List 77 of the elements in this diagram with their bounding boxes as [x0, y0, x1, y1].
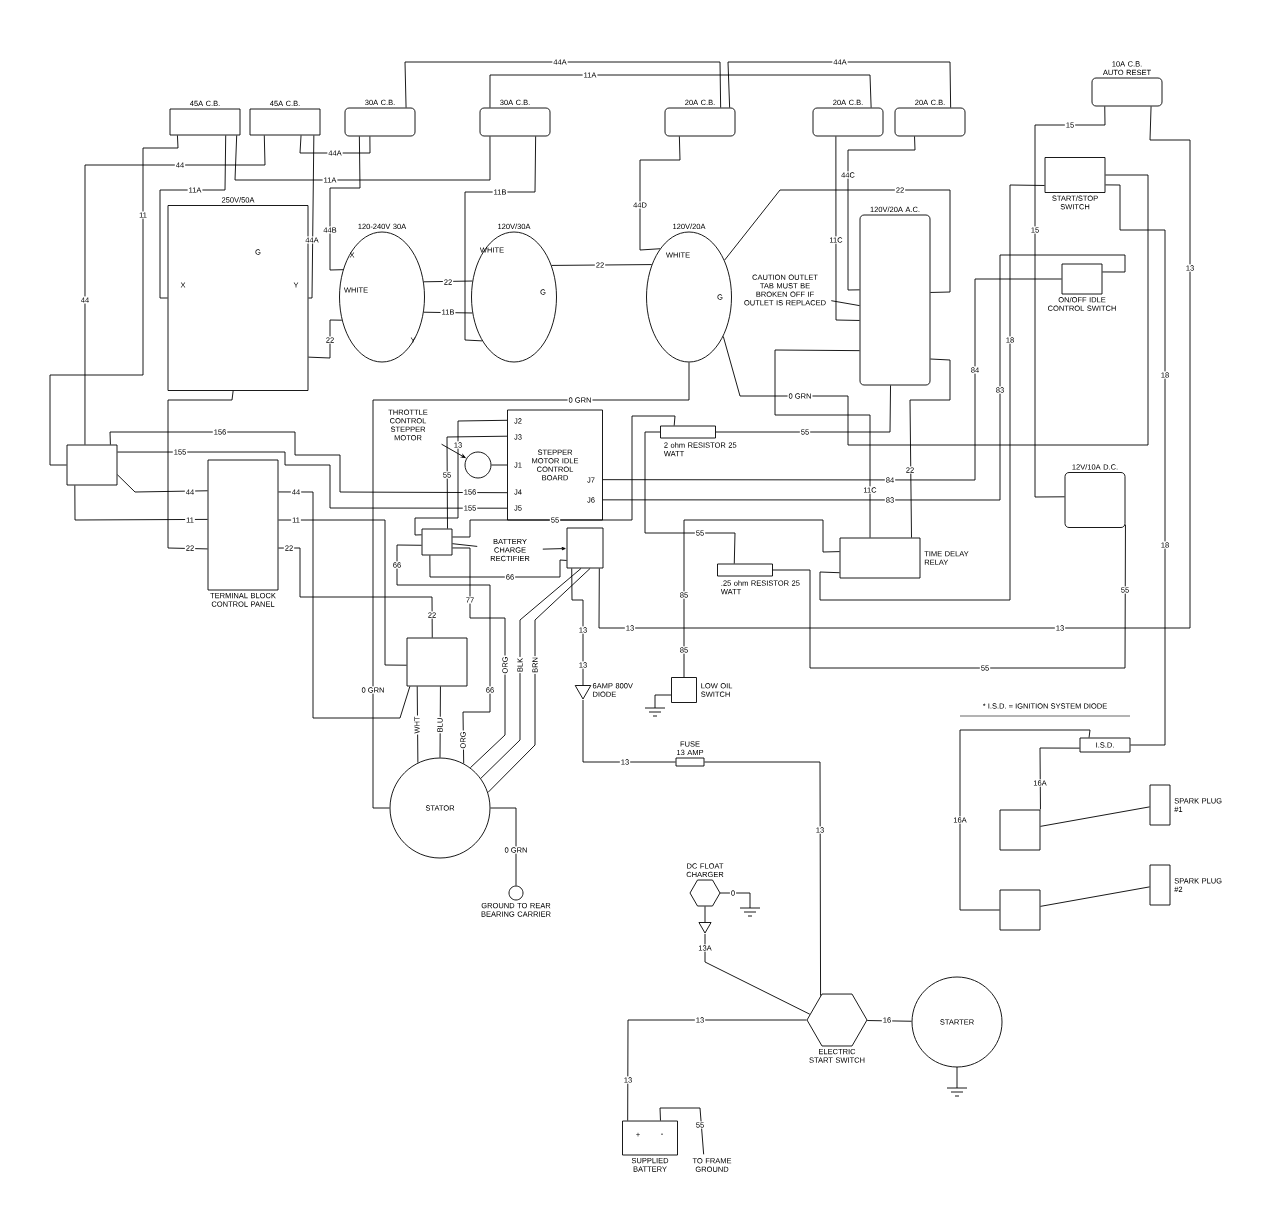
wire: [487, 568, 591, 793]
wire: [423, 311, 473, 314]
wire: [542, 546, 566, 551]
wire-connector: [566, 527, 604, 569]
wire: [1034, 106, 1106, 498]
wire: [830, 300, 860, 307]
wire: [329, 136, 361, 271]
wire: [429, 555, 567, 578]
wire: [423, 280, 473, 283]
wire: [441, 443, 466, 459]
wire: [452, 543, 478, 547]
wire: [234, 135, 491, 181]
wire: [117, 451, 508, 509]
wire: [308, 319, 343, 359]
wire: [372, 362, 690, 809]
wire: [644, 431, 736, 564]
wire: [602, 278, 1062, 481]
ignition-coil: [999, 889, 1041, 931]
wire: [639, 136, 681, 251]
wire: [715, 385, 891, 433]
wire: [704, 761, 821, 997]
wire: [602, 254, 1126, 501]
wire: [1040, 806, 1150, 827]
wire: [490, 807, 517, 886]
wire: [683, 519, 840, 678]
wire: [49, 135, 179, 466]
wire: [847, 136, 916, 291]
wire: [491, 464, 508, 466]
wire: [627, 1019, 807, 1121]
wire: [167, 390, 234, 550]
wire: [772, 524, 1126, 669]
wire: [396, 544, 491, 764]
wire: [416, 686, 419, 764]
wire: [446, 435, 508, 529]
wire: [464, 136, 537, 342]
wire: [598, 106, 1191, 629]
wire: [866, 1020, 913, 1022]
wire: [582, 699, 676, 763]
wire: [308, 135, 315, 299]
wire: [159, 135, 227, 299]
wire: [299, 135, 371, 154]
diode: [698, 922, 712, 934]
wire: [278, 547, 433, 638]
wire: [414, 419, 508, 536]
wire: [84, 135, 266, 445]
wire: [704, 933, 811, 1015]
wire: [959, 729, 1091, 911]
wire: [278, 491, 411, 719]
terminal-strip: [406, 637, 468, 687]
wire: [835, 136, 860, 321]
wire: [489, 74, 872, 108]
wire: [571, 568, 584, 686]
wire: [480, 568, 582, 779]
wire: [1105, 184, 1166, 746]
switch: [66, 444, 118, 486]
wire: [278, 519, 407, 666]
wire: [1040, 886, 1150, 907]
wire: [117, 474, 208, 493]
wire: [439, 686, 441, 758]
wire: [109, 431, 508, 494]
wire: [74, 485, 208, 521]
wire: [404, 61, 722, 108]
wire: [704, 906, 706, 923]
wire: [727, 61, 952, 108]
wire: [1039, 747, 1080, 810]
wire: [722, 174, 1149, 446]
wire: [774, 349, 871, 538]
wire: [452, 547, 506, 769]
wire: [909, 358, 951, 538]
ignition-coil: [999, 809, 1041, 851]
wire: [659, 1107, 705, 1155]
wire: [724, 189, 951, 293]
wire: [819, 184, 1045, 601]
wire: [452, 415, 676, 538]
rectifier: [421, 528, 453, 556]
wire: [551, 264, 653, 266]
stepper-motor: [464, 451, 492, 479]
